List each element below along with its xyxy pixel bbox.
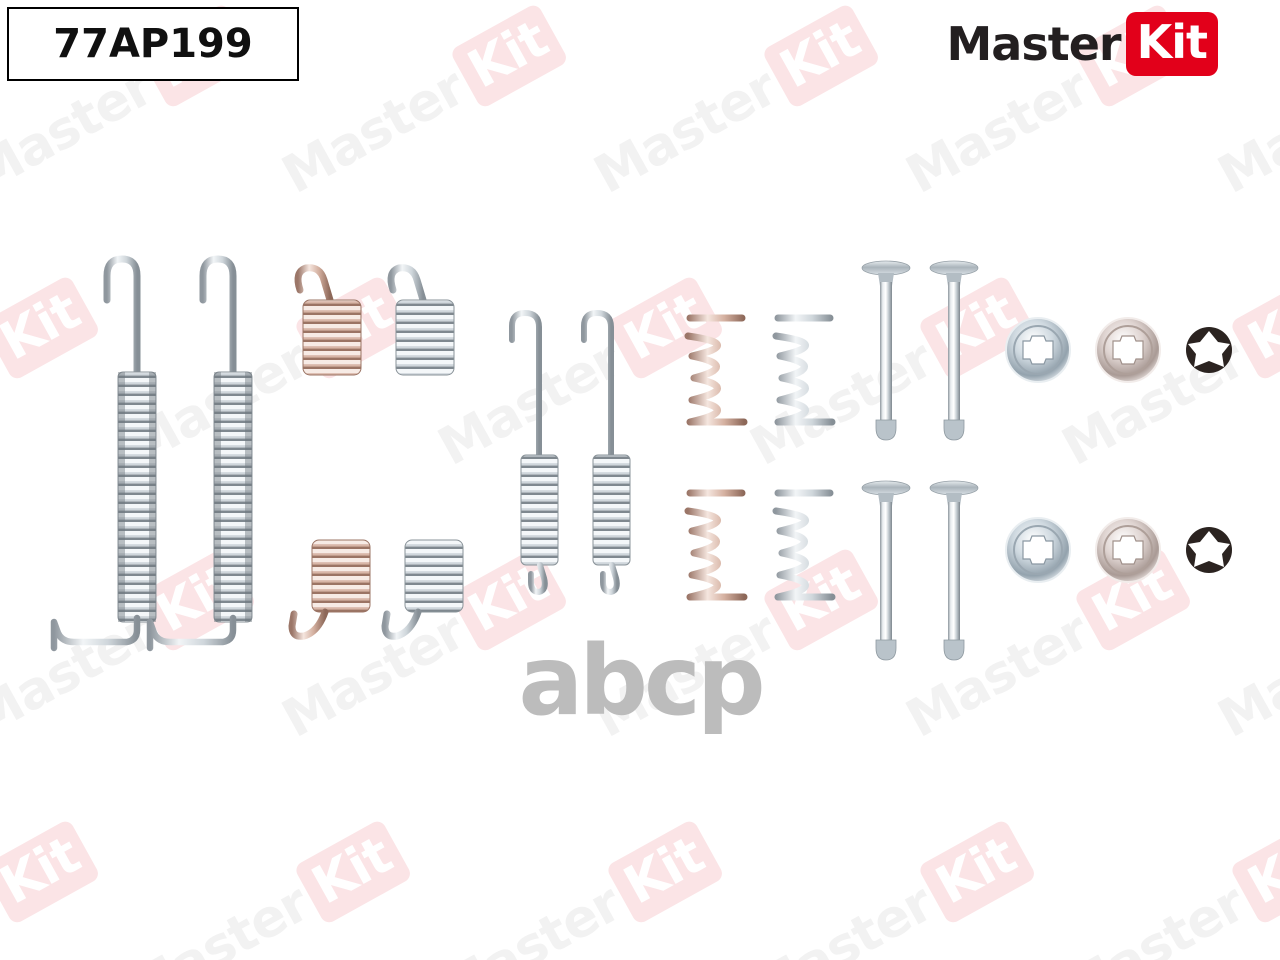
long-return-spring (50, 255, 253, 652)
adjuster-spring (509, 309, 631, 596)
part-number-text: 77AP199 (53, 21, 253, 67)
compression-spring (684, 314, 836, 601)
star-lock-washer (1186, 327, 1232, 573)
part-number-label: 77AP199 (7, 7, 299, 81)
double-coil-torsion-spring (288, 264, 464, 640)
brand-logo-master-text: Master (946, 17, 1122, 71)
retainer-cup (1005, 317, 1161, 583)
brand-logo-kit-text: Kit (1136, 15, 1208, 69)
hold-down-pin (861, 260, 979, 661)
brand-logo-kit-badge: Kit (1125, 12, 1218, 76)
brand-logo: Master Kit (947, 12, 1218, 76)
